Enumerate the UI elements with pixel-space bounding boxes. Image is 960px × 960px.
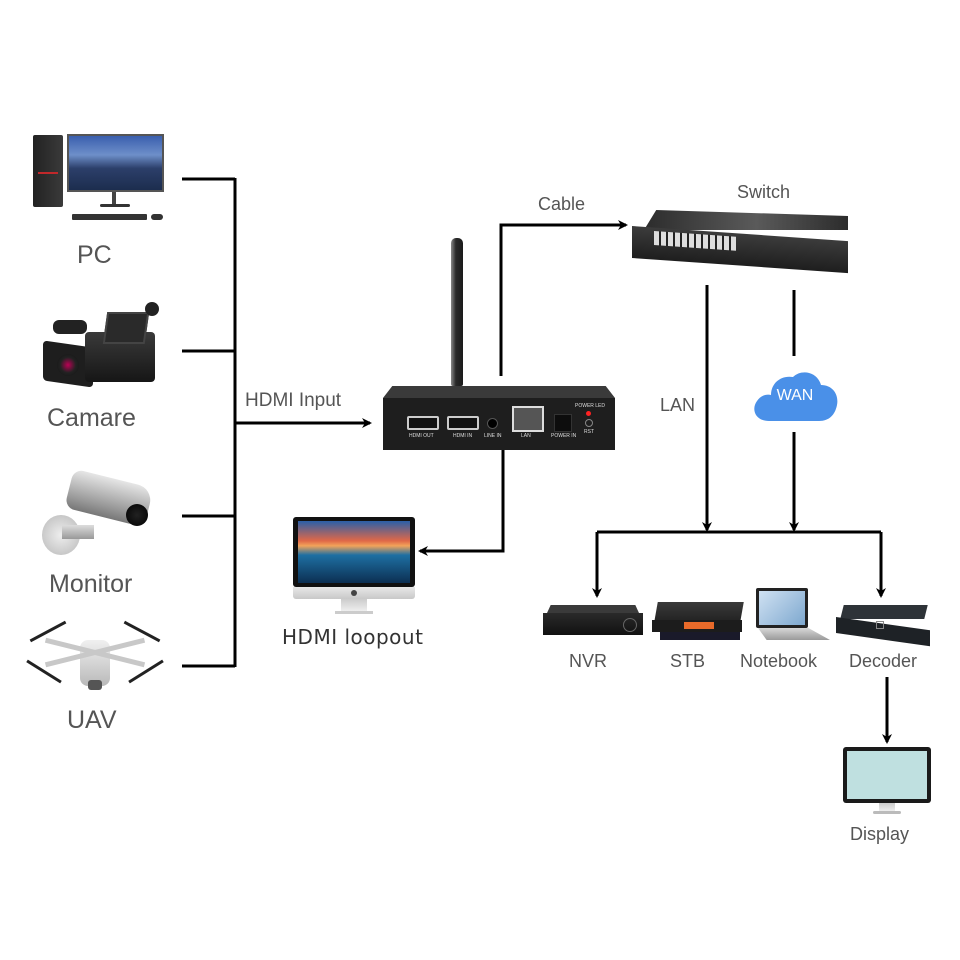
wan-cloud: WAN <box>751 367 839 423</box>
lan-label: LAN <box>660 395 696 415</box>
monitor-label: Monitor <box>49 570 133 598</box>
display-label: Display <box>850 824 910 844</box>
switch-label: Switch <box>737 182 791 202</box>
cctv-camera-icon <box>40 468 155 560</box>
loopout-arrow <box>418 450 505 556</box>
hdmi-out-port <box>407 416 439 430</box>
cable-label: Cable <box>538 194 586 214</box>
antenna-icon <box>451 238 463 386</box>
drone-icon <box>24 620 166 694</box>
nvr-icon <box>543 605 643 637</box>
encoder-device: HDMI OUT HDMI IN LINE IN LAN POWER IN PO… <box>383 238 615 450</box>
display-monitor-icon <box>843 747 931 817</box>
encoder-box-icon: HDMI OUT HDMI IN LINE IN LAN POWER IN PO… <box>383 386 615 450</box>
stb-device <box>652 602 744 642</box>
uav-label: UAV <box>67 706 117 734</box>
line-in-port <box>487 418 498 429</box>
set-top-box-icon <box>652 602 744 642</box>
power-in-port <box>554 414 572 432</box>
loopout-label: HDMI loopout <box>282 625 424 649</box>
reset-button <box>585 419 593 427</box>
nvr-label: NVR <box>569 651 608 671</box>
switch-device <box>632 210 848 276</box>
notebook-device <box>752 588 832 644</box>
nvr-device <box>543 605 643 637</box>
camcorder-icon <box>35 302 160 397</box>
decoder-icon <box>836 605 932 647</box>
network-switch-icon <box>632 210 848 276</box>
pc-label: PC <box>77 241 112 269</box>
loopout-device <box>293 517 415 617</box>
notebook-label: Notebook <box>740 651 818 671</box>
hdmi-in-port <box>447 416 479 430</box>
cable-arrow <box>499 220 628 376</box>
decoder-label: Decoder <box>849 651 918 671</box>
hdmi-input-label: HDMI Input <box>245 390 342 411</box>
imac-monitor-icon <box>293 517 415 617</box>
decoder-device <box>836 605 932 647</box>
camera-device <box>35 302 160 397</box>
camera-label: Camare <box>47 404 136 432</box>
power-led-icon <box>586 411 591 416</box>
laptop-icon <box>752 588 832 644</box>
wan-label: WAN <box>776 387 814 404</box>
uav-device <box>24 620 166 694</box>
pc-device <box>30 132 170 224</box>
stb-label: STB <box>670 651 706 671</box>
lan-port <box>512 406 544 432</box>
cloud-icon <box>754 372 838 421</box>
desktop-pc-icon <box>30 132 170 224</box>
display-device <box>843 747 931 817</box>
monitor-device <box>40 468 155 560</box>
